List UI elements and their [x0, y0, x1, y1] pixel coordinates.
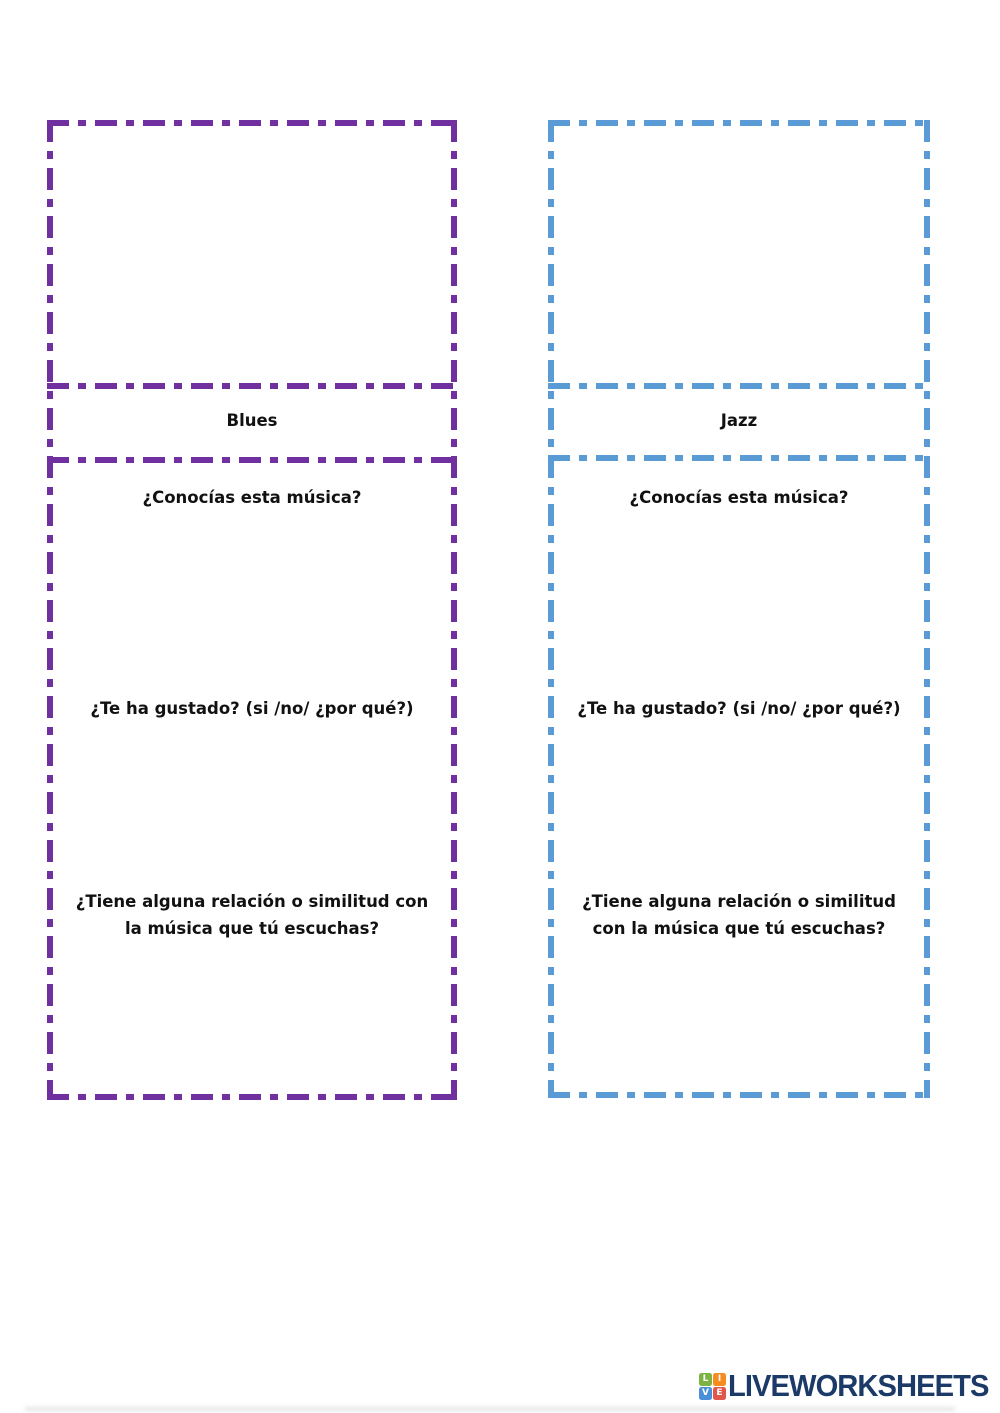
liveworksheets-tiles-icon: L I V E — [699, 1372, 726, 1400]
media-placeholder-jazz — [554, 126, 924, 383]
panel-divider-title-top — [548, 383, 930, 389]
question-relacion-jazz: ¿Tiene alguna relación o similitud con l… — [548, 888, 930, 942]
panel-border-bottom — [548, 1092, 930, 1098]
panel-border-right — [451, 120, 457, 1100]
question-relacion-line2: la música que tú escuchas? — [124, 919, 380, 938]
panel-border-bottom — [47, 1094, 457, 1100]
panel-jazz: Jazz ¿Conocías esta música? ¿Te ha gusta… — [548, 120, 930, 1098]
logo-tile-i: I — [713, 1372, 726, 1386]
panel-title-jazz: Jazz — [720, 410, 758, 430]
panel-title-blues: Blues — [226, 410, 278, 430]
panel-divider-title-bottom — [47, 457, 457, 463]
panel-blues: Blues ¿Conocías esta música? ¿Te ha gust… — [47, 120, 457, 1100]
panel-border-top — [47, 120, 457, 126]
panel-border-right — [924, 120, 930, 1098]
logo-tile-e: E — [713, 1386, 726, 1400]
page-cutoff-artifact — [25, 1407, 955, 1411]
question-relacion-line1: ¿Tiene alguna relación o similitud — [582, 892, 896, 911]
panel-border-top — [548, 120, 930, 126]
question-gustado-jazz: ¿Te ha gustado? (si /no/ ¿por qué?) — [577, 699, 901, 718]
question-conocias-jazz: ¿Conocías esta música? — [629, 488, 849, 507]
liveworksheets-logo[interactable]: L I V E LIVEWORKSHEETS — [699, 1368, 1000, 1404]
logo-tile-l: L — [699, 1372, 712, 1386]
question-conocias-blues: ¿Conocías esta música? — [142, 488, 362, 507]
media-placeholder-blues — [53, 126, 451, 383]
liveworksheets-wordmark: LIVEWORKSHEETS — [728, 1368, 989, 1403]
panel-divider-title-top — [47, 383, 457, 389]
question-relacion-line1: ¿Tiene alguna relación o similitud con — [75, 892, 429, 911]
panel-border-left — [47, 120, 53, 1100]
question-gustado-blues: ¿Te ha gustado? (si /no/ ¿por qué?) — [90, 699, 414, 718]
panel-border-left — [548, 120, 554, 1098]
logo-tile-v: V — [699, 1386, 712, 1400]
panel-divider-title-bottom — [548, 455, 930, 461]
question-relacion-line2: con la música que tú escuchas? — [592, 919, 886, 938]
question-relacion-blues: ¿Tiene alguna relación o similitud con l… — [47, 888, 457, 942]
